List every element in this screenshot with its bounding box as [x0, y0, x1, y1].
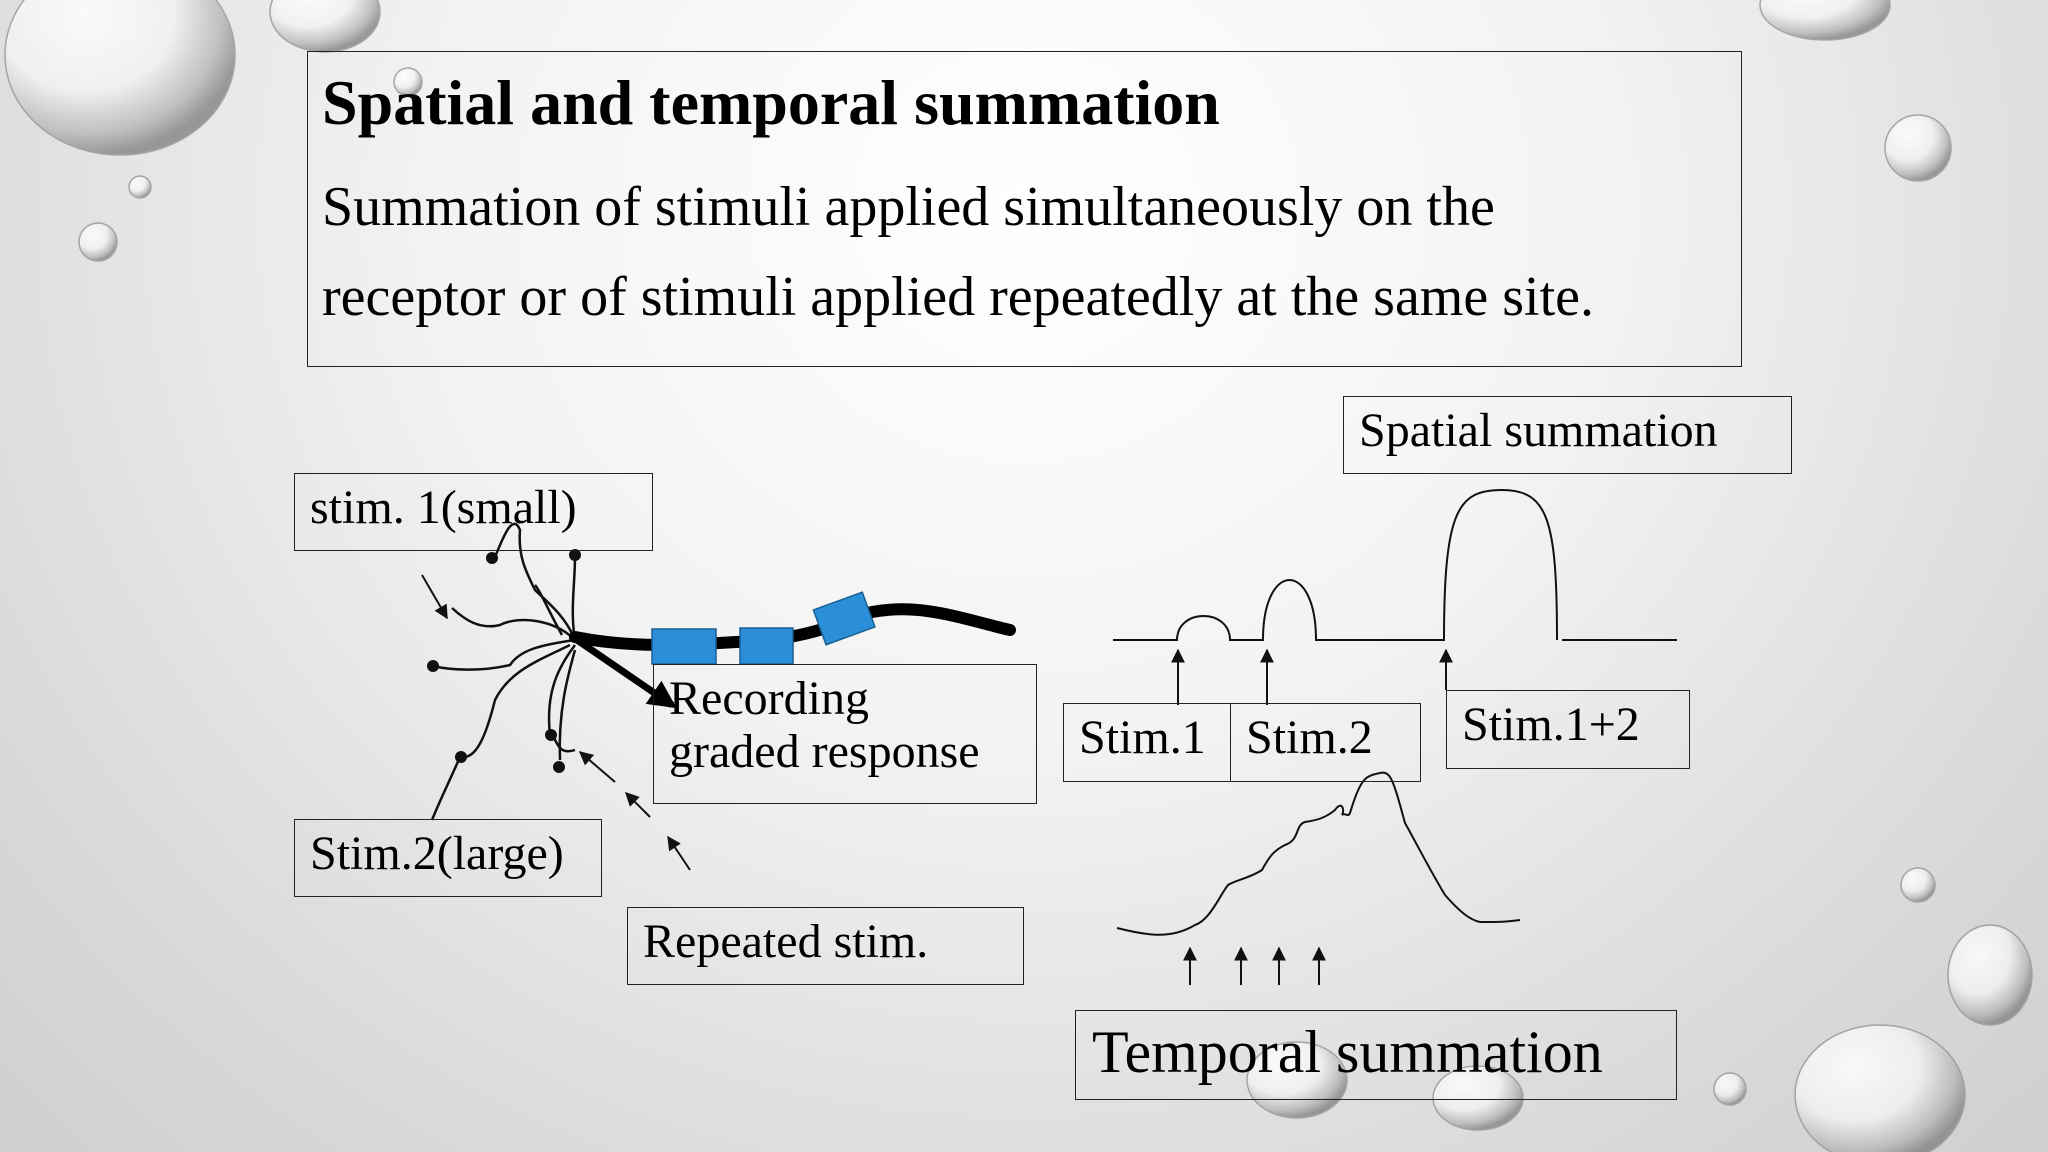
stim2-large-label: Stim.2(large): [294, 819, 602, 897]
synapse-dots: [427, 549, 581, 773]
stim-1-plus-2-label: Stim.1+2: [1446, 690, 1690, 769]
description-line-2: receptor or of stimuli applied repeatedl…: [322, 265, 1594, 328]
recording-label-line2: graded response: [669, 724, 980, 778]
recording-electrodes: [651, 591, 876, 665]
temporal-summation-trace: [1116, 771, 1521, 936]
stimulus-arrows: [421, 574, 691, 871]
definition-box: Spatial and temporal summation Summation…: [307, 51, 1742, 367]
stim-2-label: Stim.2: [1230, 703, 1421, 782]
repeated-stim-label: Repeated stim.: [627, 907, 1024, 985]
recording-arrow: [575, 637, 677, 709]
spatial-summation-trace: [1113, 488, 1677, 641]
description-line-1: Summation of stimuli applied simultaneou…: [322, 175, 1495, 238]
temporal-summation-label: Temporal summation: [1075, 1010, 1677, 1100]
stim1-small-label: stim. 1(small): [294, 473, 653, 551]
recording-label: Recording graded response: [653, 664, 1037, 804]
water-drops: [4, 0, 2033, 1152]
spatial-stimulus-arrows: [1171, 648, 1453, 705]
recording-label-line1: Recording: [669, 672, 869, 725]
slide-title: Spatial and temporal summation: [322, 67, 1220, 138]
neuron-dendrites: [430, 522, 577, 821]
spatial-summation-label: Spatial summation: [1343, 396, 1792, 474]
temporal-stimulus-arrows: [1183, 946, 1326, 985]
stim-1-label: Stim.1: [1063, 703, 1231, 782]
